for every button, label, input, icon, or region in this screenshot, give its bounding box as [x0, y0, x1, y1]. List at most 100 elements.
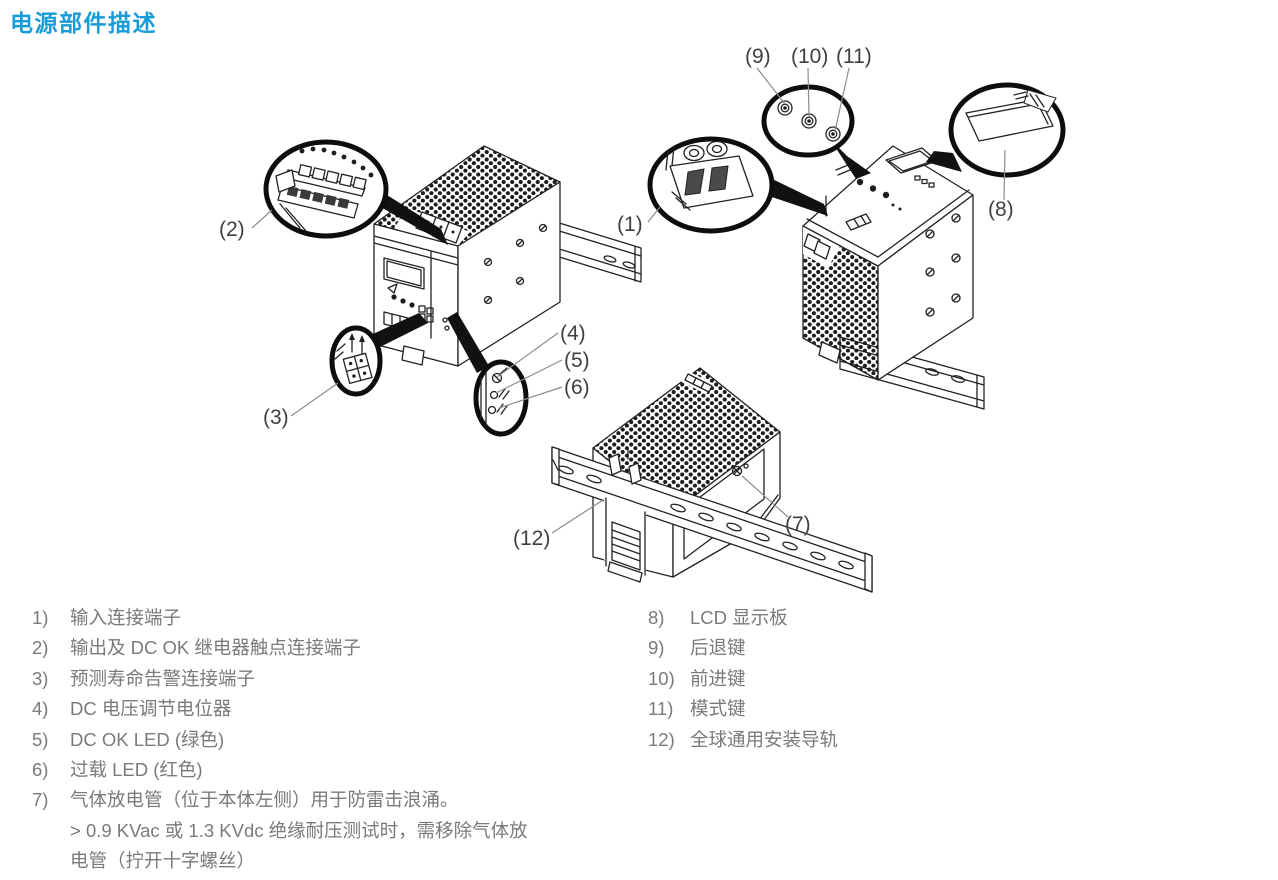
legend-item-number: 1): [32, 607, 49, 628]
input-terminal-block-icon: [665, 140, 754, 211]
callout-label-10: (10): [791, 45, 828, 68]
legend-item-12: 12) 全球通用安装导轨: [648, 725, 838, 755]
callout-wedge-3: [364, 313, 428, 350]
leader-line-10: [807, 67, 810, 118]
callout-circle-lcd: [948, 82, 1066, 178]
legend-item-number: 2): [32, 637, 49, 659]
unit-front-view: [373, 145, 642, 367]
legend-item-4: 4) DC 电压调节电位器: [32, 694, 528, 724]
callout-circle-input-terminals: [647, 136, 775, 234]
leader-line-1: [647, 206, 661, 223]
legend-item-1: 1) 输入连接端子: [32, 603, 528, 633]
callout-label-1: (1): [617, 213, 643, 236]
legend-item-text: 后退键: [690, 637, 746, 659]
output-terminal-block-icon: [275, 146, 374, 232]
alarm-connector-icon: [334, 333, 373, 385]
legend-item-text: 模式键: [690, 698, 746, 720]
callout-label-11: (11): [836, 45, 872, 68]
callout-label-12: (12): [513, 527, 550, 550]
callout-circle-pot-and-leds: [473, 359, 529, 437]
legend-item-text: 输出及 DC OK 继电器触点连接端子: [70, 637, 361, 659]
din-clip-icon: [604, 453, 646, 583]
brand-logo-icon: [387, 283, 398, 294]
callout-wedge-9-10-11: [830, 139, 871, 179]
dc-ok-led-icon: [489, 388, 510, 400]
voltage-potentiometer-icon: [491, 367, 508, 384]
legend-item-6: 6) 过载 LED (红色): [32, 755, 528, 785]
callout-label-5: (5): [564, 349, 590, 372]
front-buttons-icon: [391, 294, 415, 308]
legend-item-number: 4): [32, 698, 49, 720]
legend-item-8: 8) LCD 显示板: [648, 603, 838, 633]
legend-item-9: 9) 后退键: [648, 633, 838, 663]
power-supply-figure: (1) (2) (3) (4) (5) (6) (7) (8) (9) (10)…: [219, 45, 1066, 593]
callout-label-6: (6): [564, 376, 590, 399]
leader-line-12: [551, 499, 604, 534]
callout-label-8: (8): [988, 198, 1014, 221]
side-screws-icon: [483, 223, 548, 305]
legend-item-7: 7) 气体放电管（位于本体左侧）用于防雷击浪涌。: [32, 785, 528, 815]
leader-line-3: [290, 382, 339, 417]
legend-item-text: 过载 LED (红色): [70, 758, 203, 780]
legend-item-text: DC OK LED (绿色): [70, 728, 225, 750]
legend-item-number: 11): [648, 698, 674, 720]
legend-item-text: 预测寿命告警连接端子: [70, 667, 256, 689]
legend-item-text: > 0.9 KVac 或 1.3 KVdc 绝缘耐压测试时，需移除气体放: [70, 819, 528, 841]
leader-line-5: [495, 359, 563, 394]
legend-item-number: 7): [32, 789, 49, 811]
legend-item-text: LCD 显示板: [690, 607, 788, 628]
leader-line-8: [1003, 149, 1006, 201]
lcd-panel-icon: [965, 89, 1057, 142]
callout-wedge-2: [371, 185, 448, 245]
callout-label-7: (7): [785, 513, 811, 536]
callout-label-4: (4): [560, 322, 586, 345]
legend-item-text: 前进键: [690, 667, 746, 689]
callout-circle-alarm-connector: [329, 325, 383, 397]
legend-item-number: 6): [32, 758, 49, 780]
callout-label-2: (2): [219, 218, 245, 241]
din-rail-unit-a-icon: [555, 221, 642, 283]
legend-item-11: 11) 模式键: [648, 694, 838, 724]
legend-item-number: 3): [32, 667, 49, 689]
legend-item-3: 3) 预测寿命告警连接端子: [32, 664, 528, 694]
legend-right-column: 8) LCD 显示板 9) 后退键 10) 前进键 11) 模式键 12) 全球…: [648, 603, 838, 755]
callout-wedge-1: [766, 176, 828, 216]
side-screws-unit-b-icon: [925, 213, 961, 317]
legend-item-5: 5) DC OK LED (绿色): [32, 725, 528, 755]
legend-item-2: 2) 输出及 DC OK 继电器触点连接端子: [32, 633, 528, 663]
legend-item-7-line-3: 电管（拧开十字螺丝）: [32, 846, 528, 876]
legend-item-number: 12): [648, 728, 675, 750]
leader-line-7: [741, 475, 789, 518]
callout-label-9: (9): [745, 45, 771, 68]
unit-top-view: [802, 145, 985, 410]
legend-item-text: 电管（拧开十字螺丝）: [70, 850, 256, 872]
back-key-icon: [777, 100, 793, 116]
legend-left-column: 1) 输入连接端子 2) 输出及 DC OK 继电器触点连接端子 3) 预测寿命…: [32, 603, 528, 877]
callout-wedge-4-5-6: [447, 312, 489, 373]
legend-item-text: 气体放电管（位于本体左侧）用于防雷击浪涌。: [70, 789, 459, 811]
leader-line-6: [498, 386, 563, 409]
legend-item-number: 9): [648, 637, 665, 659]
mode-key-icon: [825, 126, 841, 142]
leader-line-2: [251, 209, 273, 229]
legend-item-number: 8): [648, 607, 665, 628]
legend-item-number: 10): [648, 667, 675, 689]
legend-item-text: 输入连接端子: [70, 607, 182, 628]
page-title: 电源部件描述: [10, 10, 157, 36]
legend-item-text: 全球通用安装导轨: [690, 728, 839, 750]
legend-item-text: DC 电压调节电位器: [70, 698, 232, 720]
callout-wedge-8: [926, 151, 962, 172]
legend-item-number: 5): [32, 728, 49, 750]
input-terminal-on-unit-icon: [803, 233, 831, 260]
legend-item-10: 10) 前进键: [648, 664, 838, 694]
gas-discharge-tube-screw-icon: [731, 463, 749, 477]
leader-line-4: [496, 332, 559, 378]
lcd-display-front-icon: [383, 257, 425, 290]
legend-item-7-line-2: > 0.9 KVac 或 1.3 KVdc 绝缘耐压测试时，需移除气体放: [32, 816, 528, 846]
callout-circle-output-terminals: [263, 139, 389, 239]
side-door-outline: [683, 448, 765, 560]
top-keys-icon: [856, 178, 890, 199]
callout-label-3: (3): [263, 406, 289, 429]
leader-line-9: [756, 67, 786, 105]
